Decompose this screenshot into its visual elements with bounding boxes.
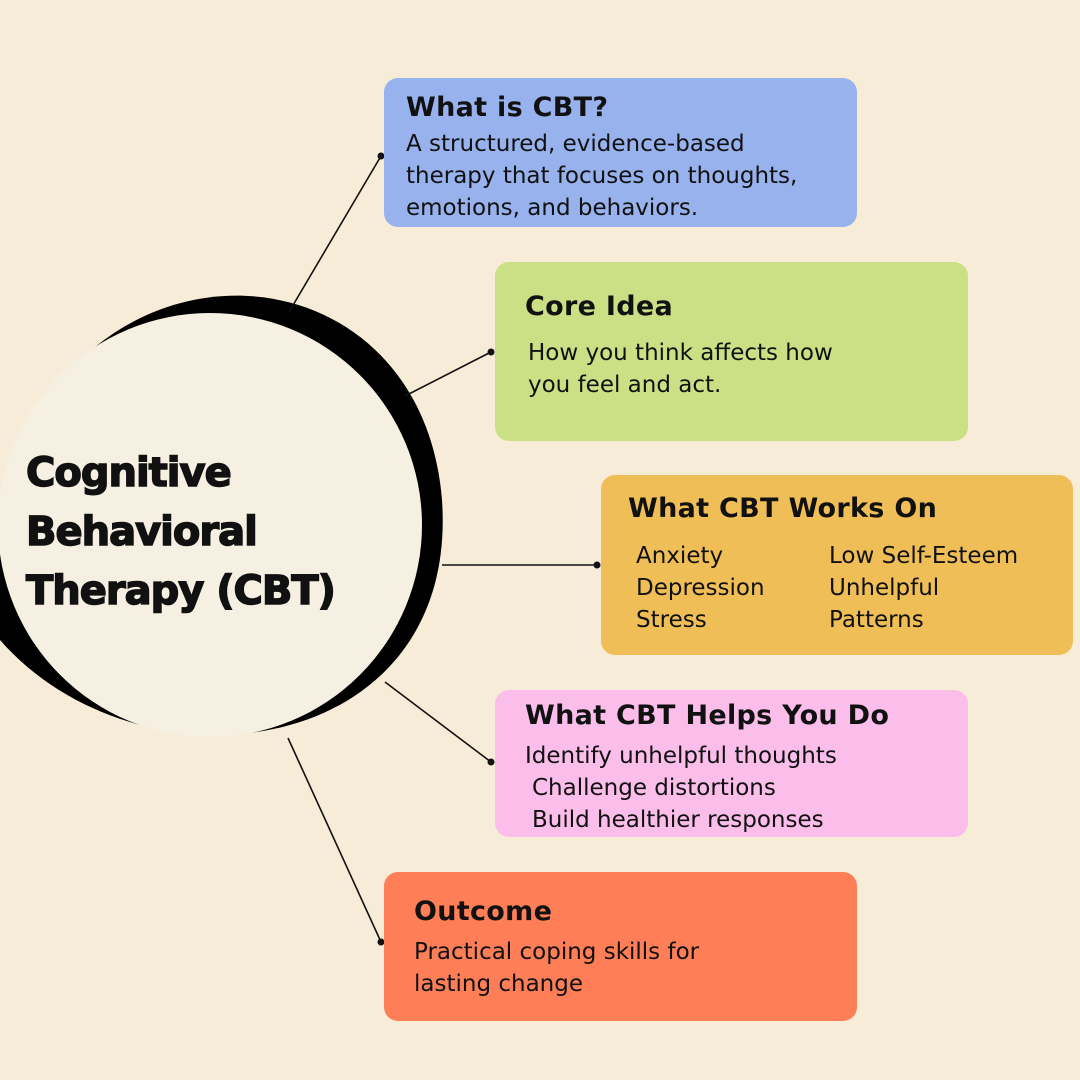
list-item: Low Self-Esteem <box>829 543 1019 569</box>
card-text-line: emotions, and behaviors. <box>406 195 699 221</box>
connector-dot-helps-you-do <box>487 758 495 766</box>
card-title: What is CBT? <box>406 92 609 123</box>
hub-title-line: Behavioral <box>25 508 258 556</box>
works-on-left-list: Anxiety Depression Stress <box>636 540 765 636</box>
card-text-line: Challenge distortions <box>532 775 776 801</box>
card-what-is-cbt: What is CBT? A structured, evidence-base… <box>384 78 857 227</box>
list-item: Patterns <box>829 607 924 633</box>
card-what-cbt-works-on: What CBT Works On Anxiety Depression Str… <box>601 475 1073 655</box>
card-outcome: Outcome Practical coping skills for last… <box>384 872 857 1021</box>
connector-what-is <box>288 155 382 313</box>
card-title: What CBT Helps You Do <box>525 700 890 731</box>
list-item: Anxiety <box>636 543 724 569</box>
card-text-line: Practical coping skills for <box>414 939 700 965</box>
connector-dot-core-idea <box>487 348 495 356</box>
hub-title-line: Cognitive <box>25 449 232 497</box>
connector-dot-outcome <box>377 938 385 946</box>
card-text: How you think affects how you feel and a… <box>528 337 833 401</box>
card-text-line: lasting change <box>414 971 584 997</box>
connector-core-idea <box>404 351 492 397</box>
connector-dot-what-is <box>377 152 385 160</box>
card-text: Practical coping skills for lasting chan… <box>414 936 699 1000</box>
card-title: Core Idea <box>525 291 673 322</box>
connector-outcome <box>287 737 382 943</box>
works-on-right-list: Low Self-Esteem Unhelpful Patterns <box>829 540 1018 636</box>
hub-title-line: Therapy (CBT) <box>25 567 336 615</box>
card-text: A structured, evidence-based therapy tha… <box>406 128 797 224</box>
card-text-line: therapy that focuses on thoughts, <box>406 163 798 189</box>
card-text-line: Identify unhelpful thoughts <box>525 743 837 769</box>
card-core-idea: Core Idea How you think affects how you … <box>495 262 968 441</box>
card-what-cbt-helps-you-do: What CBT Helps You Do Identify unhelpful… <box>495 690 968 837</box>
card-title: What CBT Works On <box>628 493 938 524</box>
card-text-line: you feel and act. <box>528 372 722 398</box>
list-item: Unhelpful <box>829 575 940 601</box>
card-title: Outcome <box>414 896 553 927</box>
connector-dot-works-on <box>593 561 601 569</box>
hub-title: Cognitive Behavioral Therapy (CBT) <box>25 444 336 621</box>
hub-circle <box>0 313 422 737</box>
card-text-line: A structured, evidence-based <box>406 131 745 157</box>
list-item: Stress <box>636 607 707 633</box>
connector-helps-you-do <box>384 681 492 763</box>
card-text-line: How you think affects how <box>528 340 833 366</box>
list-item: Depression <box>636 575 765 601</box>
card-text: Identify unhelpful thoughts Challenge di… <box>525 740 837 836</box>
card-text-line: Build healthier responses <box>532 807 824 833</box>
